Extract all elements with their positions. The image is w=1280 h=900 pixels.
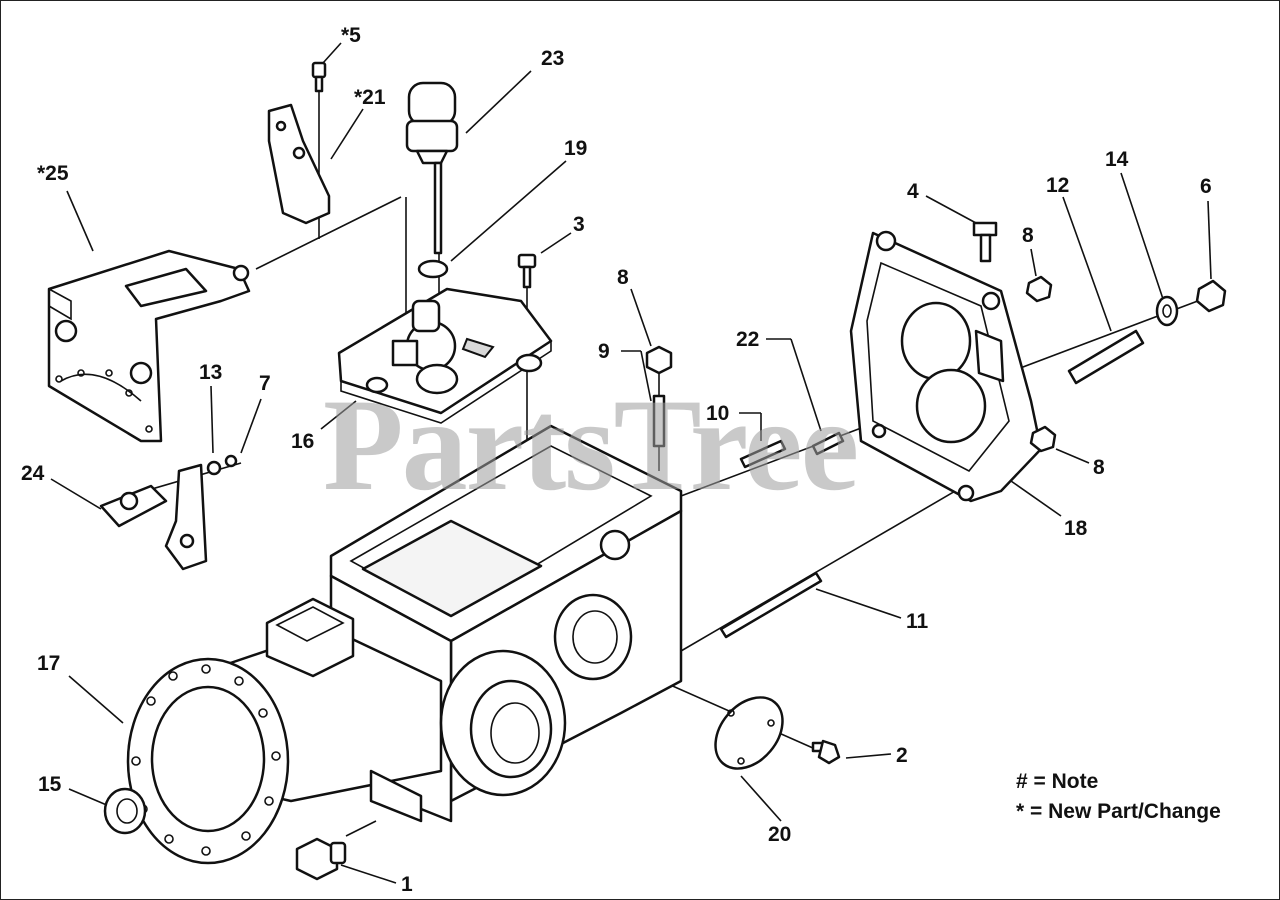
bolt-5 [311,61,327,93]
nut-8-upper-right [1025,275,1053,303]
bracket-21 [267,103,331,225]
callout-24: 24 [21,462,45,485]
callout-8-upper-right: 8 [1022,224,1034,247]
callout-20: 20 [768,823,792,846]
stud-12 [1067,329,1145,385]
callout-4: 4 [907,180,919,203]
callout-11: 11 [906,610,929,633]
callout-18: 18 [1064,517,1088,540]
callout-9: 9 [598,340,610,363]
nut-8-top [645,345,673,375]
linkage-24 [99,463,208,571]
transaxle-housing [126,424,683,865]
callout-8-lower-right: 8 [1093,456,1105,479]
watermark: PartsTree [323,371,859,518]
callout-17: 17 [37,652,61,675]
seal-15 [103,787,147,835]
stud-11 [719,571,823,639]
bracket-25 [47,249,251,443]
callout-10: 10 [706,402,730,425]
callout-2: 2 [896,744,908,767]
legend-note: # = Note [1016,770,1099,793]
pin-22 [811,431,845,456]
stud-10 [739,439,787,469]
legend-new-part: * = New Part/Change [1016,800,1221,823]
callout-14: 14 [1105,148,1129,171]
washer-14 [1155,295,1179,327]
stud-9 [652,394,666,448]
callout-22: 22 [736,328,760,351]
cover-20 [714,696,784,770]
washer-7 [224,454,238,468]
callout-16: 16 [291,430,315,453]
callout-13: 13 [199,361,223,384]
callout-3: 3 [573,213,585,236]
callout-6: 6 [1200,175,1212,198]
callout-15: 15 [38,773,62,796]
end-housing-18 [849,230,1043,503]
callout-25: *25 [37,162,69,185]
callout-5: *5 [341,24,361,47]
bolt-2 [811,739,841,765]
cover-plate-16 [337,287,553,424]
callout-1: 1 [401,873,413,896]
nut-8-lower-right [1029,425,1057,453]
nut-13 [206,460,222,476]
callout-12: 12 [1046,174,1070,197]
bolt-4 [972,221,998,263]
plug-1 [295,837,347,881]
washer-19 [417,259,449,279]
bolt-3 [517,253,537,289]
callout-19: 19 [564,137,588,160]
callout-23: 23 [541,47,565,70]
cap-23 [405,81,459,255]
callout-8-top: 8 [617,266,629,289]
nut-6 [1195,279,1227,313]
callout-21: *21 [354,86,386,109]
callout-7: 7 [259,372,271,395]
